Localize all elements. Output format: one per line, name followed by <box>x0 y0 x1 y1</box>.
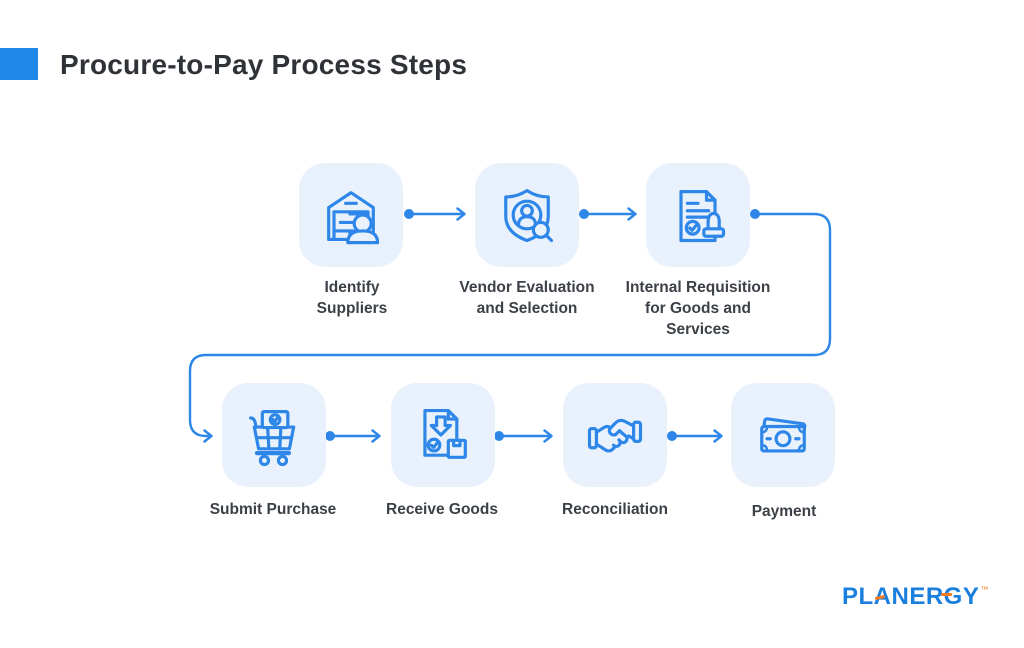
step-label-identify-suppliers: Identify Suppliers <box>316 279 388 317</box>
title-accent-block <box>0 48 38 80</box>
step-box-receive-goods <box>391 383 495 487</box>
step-box-internal-requisition <box>646 163 750 267</box>
flow-wrap-connector <box>188 212 832 443</box>
step-label-reconciliation: Reconciliation <box>562 501 668 518</box>
warehouse-supplier-icon <box>327 191 380 245</box>
logo-g-accent <box>941 593 952 597</box>
requisition-stamp-icon <box>679 190 726 243</box>
trademark-symbol: ™ <box>980 585 989 594</box>
banknote-icon <box>760 417 807 453</box>
step-label-internal-requisition: Internal Requisition for Goods and Servi… <box>625 279 771 338</box>
step-box-identify-suppliers <box>299 163 403 267</box>
step-label-submit-purchase: Submit Purchase <box>209 501 337 518</box>
shield-user-search-icon <box>504 188 554 243</box>
step-box-payment <box>731 383 835 487</box>
step-label-receive-goods: Receive Goods <box>386 501 498 518</box>
shopping-cart-icon <box>249 410 296 467</box>
step-label-payment: Payment <box>751 503 817 520</box>
step-box-vendor-evaluation <box>475 163 579 267</box>
step-box-reconciliation <box>563 383 667 487</box>
step-label-vendor-evaluation: Vendor Evaluation and Selection <box>459 279 595 317</box>
step-box-submit-purchase <box>222 383 326 487</box>
handshake-icon <box>587 418 643 453</box>
planergy-logo: PLANERGY™ <box>842 583 992 610</box>
page-title: Procure-to-Pay Process Steps <box>60 49 468 80</box>
receive-goods-icon <box>423 408 467 459</box>
planergy-logo-text: PLANERGY <box>842 583 980 610</box>
